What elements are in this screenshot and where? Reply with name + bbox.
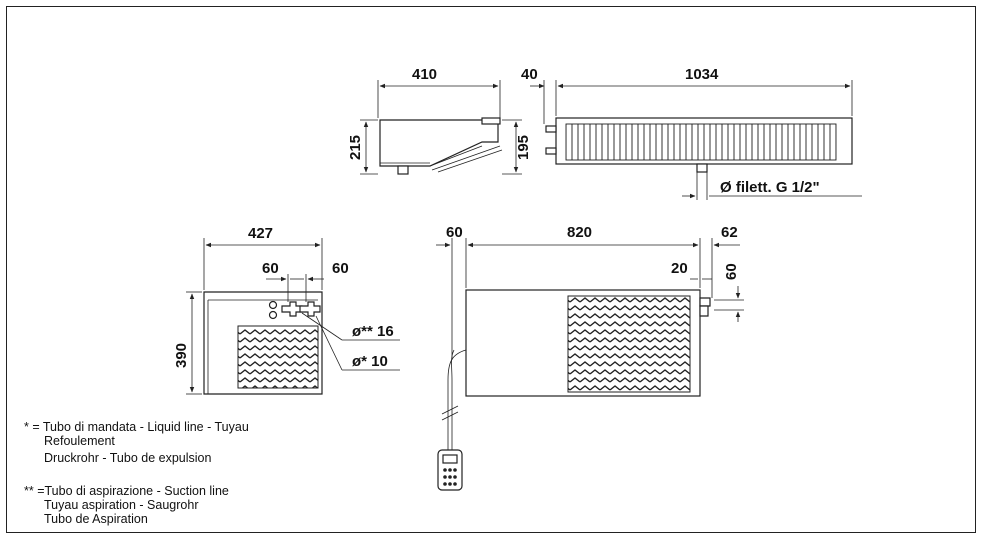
legend-notes: * = Tubo di mandata - Liquid line - Tuya… bbox=[24, 420, 249, 526]
dim-suction-diam: ø** 16 bbox=[352, 323, 394, 340]
legend-suction-line-3: Tubo de Aspiration bbox=[44, 512, 148, 526]
dim-plan-small: 20 bbox=[671, 260, 688, 277]
dim-front-offset: 40 bbox=[521, 66, 538, 83]
dim-cond-width: 427 bbox=[248, 225, 273, 242]
dim-plan-right: 62 bbox=[721, 224, 738, 241]
dim-plan-length: 820 bbox=[567, 224, 592, 241]
condensing-unit-view bbox=[186, 238, 400, 395]
legend-liquid-line-3: Druckrohr - Tubo de expulsion bbox=[44, 451, 211, 465]
evaporator-front-view bbox=[530, 80, 862, 200]
dim-cond-height: 390 bbox=[173, 343, 190, 368]
drawing-frame bbox=[6, 6, 976, 533]
legend-suction-line-2: Tuyau aspiration - Saugrohr bbox=[44, 498, 198, 512]
dim-plan-vert: 60 bbox=[723, 263, 740, 280]
dim-drain: Ø filett. G 1/2" bbox=[720, 179, 820, 196]
dim-cond-pipe-left: 60 bbox=[262, 260, 279, 277]
dim-side-width: 410 bbox=[412, 66, 437, 83]
break-mark-icon bbox=[441, 405, 459, 421]
legend-suction-line-1: ** =Tubo di aspirazione - Suction line bbox=[24, 484, 229, 498]
dim-cond-pipe-right: 60 bbox=[332, 260, 349, 277]
plan-view bbox=[436, 238, 744, 450]
legend-liquid-line-2: Refoulement bbox=[44, 434, 115, 448]
dim-front-length: 1034 bbox=[685, 66, 719, 83]
legend-liquid-line-1: * = Tubo di mandata - Liquid line - Tuya… bbox=[24, 420, 249, 434]
dim-liquid-diam: ø* 10 bbox=[352, 353, 388, 370]
dim-side-height-right: 195 bbox=[515, 135, 532, 160]
evaporator-side-view bbox=[360, 80, 522, 175]
dim-plan-offset: 60 bbox=[446, 224, 463, 241]
remote-control-icon bbox=[437, 449, 463, 491]
dim-side-height-left: 215 bbox=[347, 135, 364, 160]
